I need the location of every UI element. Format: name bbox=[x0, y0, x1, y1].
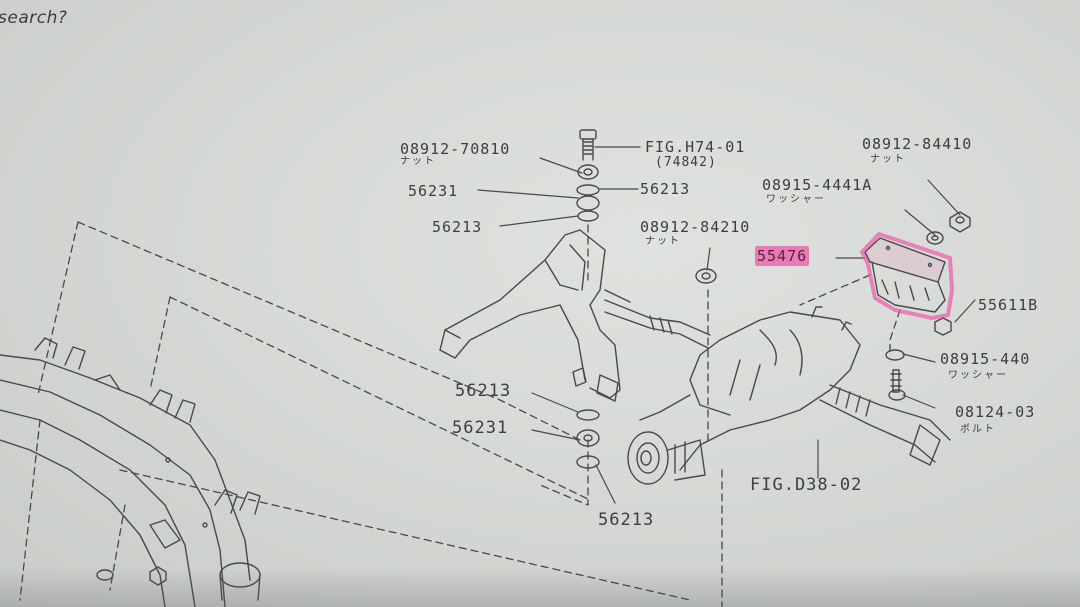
right-hardware bbox=[885, 211, 971, 401]
callout-description: ナット bbox=[400, 156, 436, 167]
rear-member bbox=[439, 229, 711, 402]
subframe bbox=[0, 337, 261, 607]
callout-part-number-highlighted: 55476 bbox=[755, 246, 810, 266]
callout-part-number: 56213 bbox=[598, 510, 655, 530]
differential-housing bbox=[627, 306, 951, 485]
highlighted-part-55476: 55476 bbox=[755, 246, 810, 266]
callout-part-number: 55611B bbox=[978, 296, 1039, 314]
nut-84210 bbox=[695, 268, 717, 284]
hardware-stack-bottom bbox=[576, 409, 600, 469]
callout-description: ボルト bbox=[960, 424, 996, 435]
callout-part-number: 56213 bbox=[640, 180, 691, 198]
callout-part-number: 56213 bbox=[455, 381, 512, 401]
highlighter-outline bbox=[860, 232, 954, 320]
dashed-guide-lines bbox=[19, 221, 901, 607]
callout-description: ナット bbox=[870, 154, 906, 165]
callout-description: ワッシャー bbox=[948, 370, 1008, 381]
callout-figure-reference: FIG.H74-01 bbox=[645, 138, 746, 156]
callout-part-number: 08915-440 bbox=[940, 350, 1031, 368]
callout-part-number: 56231 bbox=[408, 182, 459, 200]
callout-description: ワッシャー bbox=[766, 194, 826, 205]
callout-part-number: 56231 bbox=[452, 418, 509, 438]
callout-figure-reference: FIG.D38-02 bbox=[750, 475, 863, 495]
hardware-stack-top bbox=[576, 129, 600, 222]
callout-part-number: 56213 bbox=[432, 218, 483, 236]
callout-part-number: 08912-84210 bbox=[640, 218, 751, 236]
mount-55476 bbox=[864, 237, 946, 313]
callout-part-number: 08915-4441A bbox=[762, 176, 873, 194]
page-heading-fragment: search? bbox=[0, 8, 68, 28]
callout-part-number: 08912-84410 bbox=[862, 135, 973, 153]
callout-part-number: 08124-03 bbox=[955, 403, 1036, 421]
leader-lines bbox=[477, 146, 976, 504]
callout-description: ナット bbox=[645, 236, 681, 247]
callout-description: (74842) bbox=[655, 155, 717, 170]
callout-part-number: 08912-70810 bbox=[400, 140, 511, 158]
